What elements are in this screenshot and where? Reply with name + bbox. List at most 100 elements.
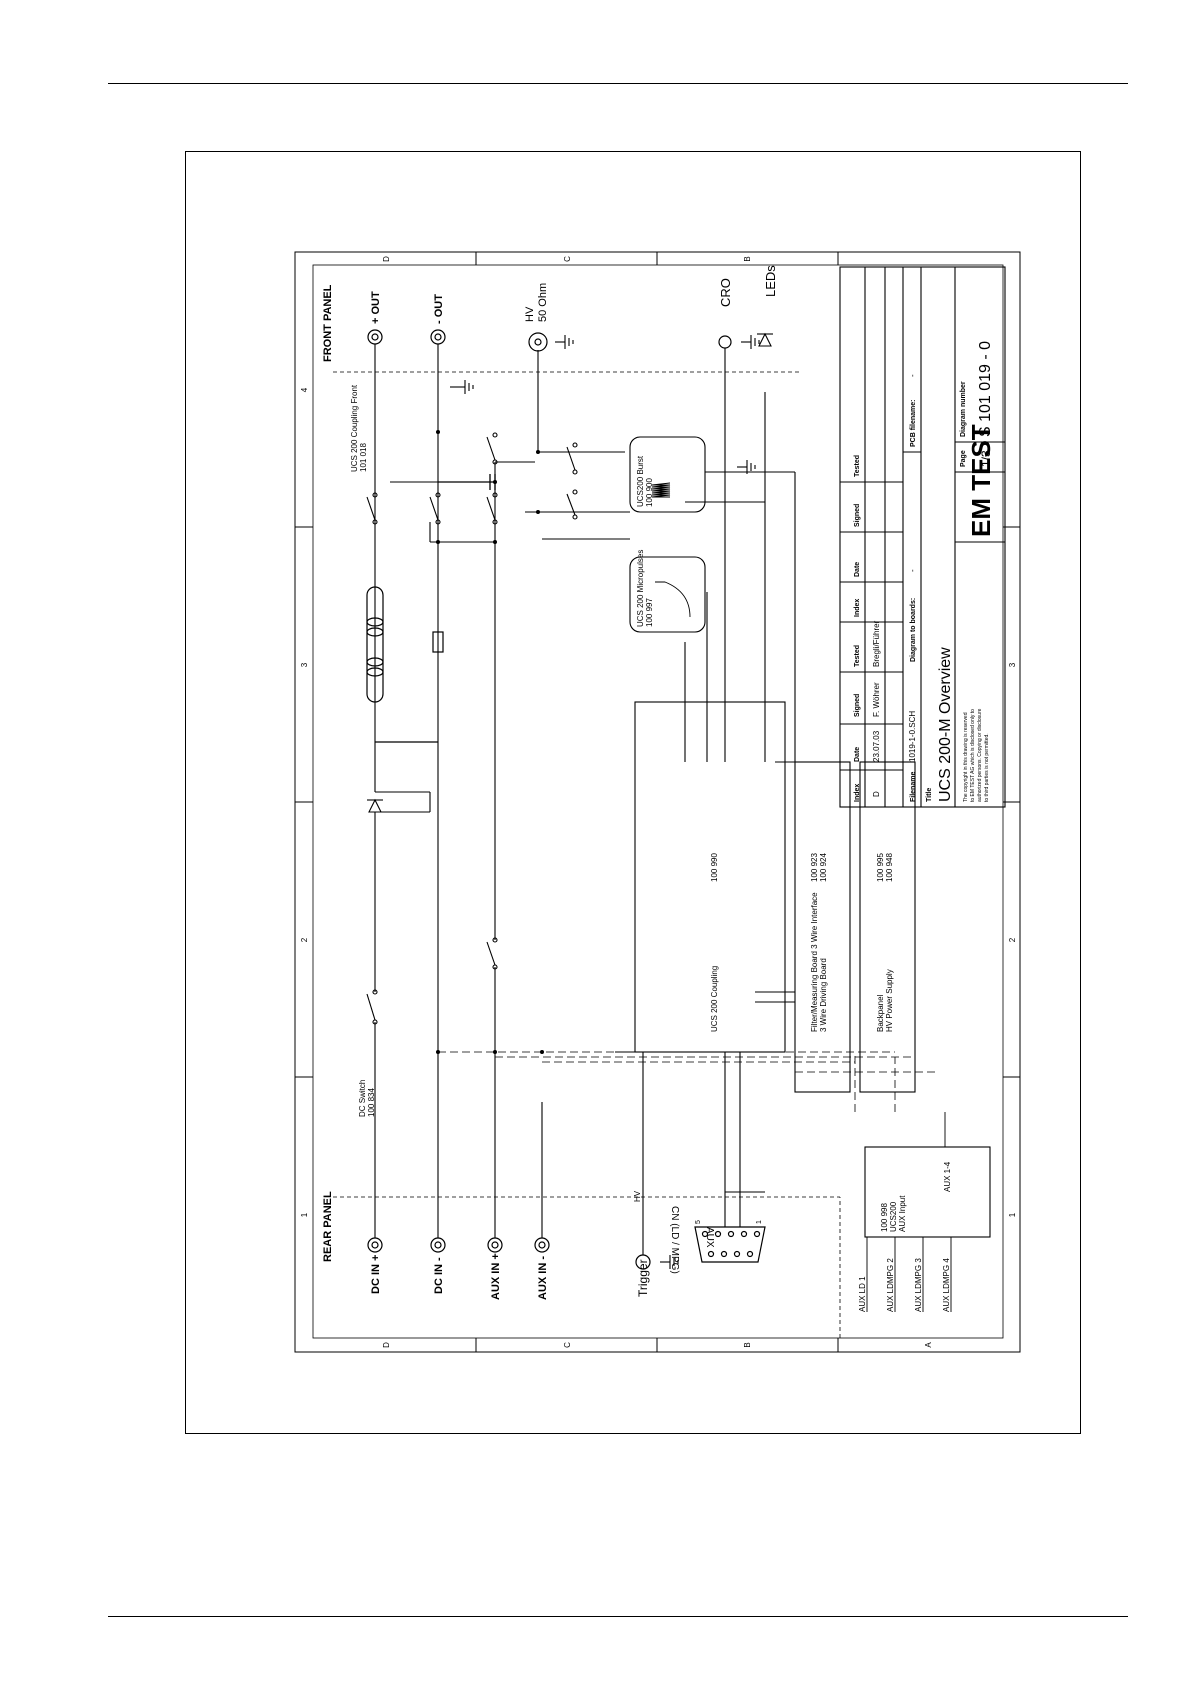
tb-header-tested-2: Tested bbox=[854, 455, 861, 477]
backpanel-label-1: Backpanel bbox=[876, 994, 885, 1032]
tb-diagram-number: S 101 019 - 0 bbox=[977, 341, 994, 437]
coupling-board-label: UCS 200 Coupling bbox=[710, 966, 719, 1032]
tb-header-tested: Tested bbox=[854, 645, 861, 667]
zone-letter-d: D bbox=[382, 1342, 391, 1348]
aux-input-part: 100 998 bbox=[880, 1203, 889, 1232]
dc-in-minus-label: DC IN - bbox=[433, 1257, 445, 1294]
tb-page-label: Page bbox=[960, 450, 967, 467]
tb-copyright-4: to third parties is not permitted. bbox=[984, 733, 990, 802]
micropulses-label: UCS 200 Micropulses bbox=[636, 550, 645, 627]
tb-diagram-boards: - bbox=[908, 569, 917, 572]
backpanel-part-2: 100 948 bbox=[885, 853, 894, 882]
trigger-label: Trigger bbox=[636, 1259, 650, 1297]
header-rule bbox=[108, 83, 1128, 84]
zone-number-3: 3 bbox=[300, 662, 309, 667]
tb-copyright-2: to EM TEST AG which is disclosed only to bbox=[970, 709, 976, 802]
aux-input-label-1: UCS200 bbox=[889, 1201, 898, 1232]
tb-rev-tested: Bregli/Führer bbox=[872, 620, 881, 667]
backpanel-part-1: 100 995 bbox=[876, 853, 885, 882]
sub-d-pin-1: 1 bbox=[756, 1220, 763, 1224]
backpanel-label-2: HV Power Supply bbox=[885, 969, 894, 1032]
burst-label: UCS200 Burst bbox=[636, 455, 645, 507]
aux-input-label-2: AUX Input bbox=[898, 1195, 907, 1232]
tb-filename: 1019-1-0.SCH bbox=[908, 711, 917, 762]
front-panel-label: FRONT PANEL bbox=[322, 284, 334, 362]
zone-number-3-bottom: 3 bbox=[1008, 662, 1017, 667]
outer-frame bbox=[185, 151, 1081, 1434]
cro-label: CRO bbox=[718, 278, 733, 307]
rear-panel-label: REAR PANEL bbox=[322, 1191, 334, 1262]
micropulses-part: 100 997 bbox=[645, 598, 654, 627]
aux-cn-sub-label: CN (LD / MPG) bbox=[669, 1206, 680, 1274]
backpanel-box bbox=[859, 761, 916, 1093]
zone-letter-d-right: D bbox=[382, 256, 391, 262]
inner-border bbox=[312, 264, 1004, 1339]
hv-line-label: HV bbox=[633, 1190, 642, 1202]
zone-letter-c: C bbox=[563, 1342, 572, 1348]
tb-rev-index: D bbox=[872, 791, 881, 797]
zone-letter-c-right: C bbox=[563, 256, 572, 262]
filter-board-label-1: Filter/Measuring Board 3 Wire Interface bbox=[810, 892, 819, 1032]
tb-page: 1/3 bbox=[979, 450, 993, 467]
tb-diagram-boards-label: Diagram to boards: bbox=[910, 598, 917, 662]
tb-rev-signed: F. Wöhrer bbox=[872, 682, 881, 717]
zone-number-1: 1 bbox=[300, 1212, 309, 1217]
tb-header-date: Date bbox=[854, 747, 861, 762]
hv-50ohm-label: 50 Ohm bbox=[537, 283, 549, 322]
tb-header-signed-2: Signed bbox=[854, 504, 861, 527]
dc-switch-part: 100 834 bbox=[367, 1088, 376, 1117]
leds-label: LEDs bbox=[763, 265, 778, 297]
zone-letter-a: A bbox=[924, 1342, 933, 1348]
aux-line-2: AUX LDMPG 2 bbox=[886, 1258, 895, 1312]
zone-number-4: 4 bbox=[300, 387, 309, 392]
filter-board-label-2: 3 Wire Driving Board bbox=[819, 958, 828, 1032]
coupling-front-part: 101 018 bbox=[359, 443, 368, 472]
tb-copyright-3: authorized persons. Copying or disclosur… bbox=[977, 708, 983, 802]
tb-filename-label: Filename bbox=[910, 772, 917, 802]
micropulses-box bbox=[629, 556, 706, 633]
tb-header-index-2: Index bbox=[854, 599, 861, 617]
coupling-board-part: 100 990 bbox=[710, 853, 719, 882]
tb-rev-date: 23.07.03 bbox=[872, 730, 881, 762]
tb-copyright-1: The copyright in this drawing is reserve… bbox=[963, 712, 969, 802]
burst-box bbox=[629, 436, 706, 513]
zone-number-2: 2 bbox=[300, 937, 309, 942]
tb-title-label: Title bbox=[926, 788, 933, 802]
coupling-board-box bbox=[634, 701, 786, 1053]
aux-bus-label: AUX 1-4 bbox=[943, 1161, 952, 1192]
schematic-rotated-group: D C B A D C B 1 2 3 4 1 2 3 REAR PANEL F… bbox=[294, 251, 1021, 1353]
aux-in-plus-label: AUX IN + bbox=[490, 1253, 502, 1300]
aux-line-1: AUX LD 1 bbox=[858, 1276, 867, 1312]
tb-company: EM TEST bbox=[966, 424, 996, 537]
zone-letter-b: B bbox=[743, 1342, 752, 1347]
zone-number-1-bottom: 1 bbox=[1008, 1212, 1017, 1217]
zone-letter-b-right: B bbox=[743, 256, 752, 261]
hv-label: HV bbox=[524, 306, 536, 322]
aux-line-4: AUX LDMPG 4 bbox=[942, 1258, 951, 1312]
sub-d-pin-5: 5 bbox=[695, 1220, 702, 1224]
tb-pcb-filename: - bbox=[908, 374, 917, 377]
aux-input-box bbox=[864, 1146, 991, 1238]
tb-title: UCS 200-M Overview bbox=[937, 647, 954, 802]
dc-switch-label: DC Switch bbox=[358, 1080, 367, 1117]
title-block bbox=[839, 266, 1006, 808]
aux-line-3: AUX LDMPG 3 bbox=[914, 1258, 923, 1312]
tb-header-signed: Signed bbox=[854, 694, 861, 717]
aux-cn-label: AUX bbox=[704, 1227, 715, 1248]
coax-cable bbox=[366, 586, 444, 743]
tb-header-index: Index bbox=[854, 784, 861, 802]
dc-in-plus-label: DC IN + bbox=[370, 1255, 382, 1294]
filter-board-part-1: 100 923 bbox=[810, 853, 819, 882]
tb-pcb-filename-label: PCB filename: bbox=[910, 400, 917, 447]
footer-rule bbox=[108, 1616, 1128, 1617]
filter-board-box bbox=[794, 761, 851, 1093]
out-minus-label: - OUT bbox=[433, 294, 445, 324]
tb-diagram-number-label: Diagram number bbox=[960, 381, 967, 437]
sub-d-connector bbox=[694, 1226, 766, 1263]
aux-in-minus-label: AUX IN - bbox=[537, 1256, 549, 1300]
tb-header-date-2: Date bbox=[854, 562, 861, 577]
zone-number-2-bottom: 2 bbox=[1008, 937, 1017, 942]
coupling-front-label: UCS 200 Coupling Front bbox=[350, 384, 359, 472]
out-plus-label: + OUT bbox=[370, 291, 382, 324]
